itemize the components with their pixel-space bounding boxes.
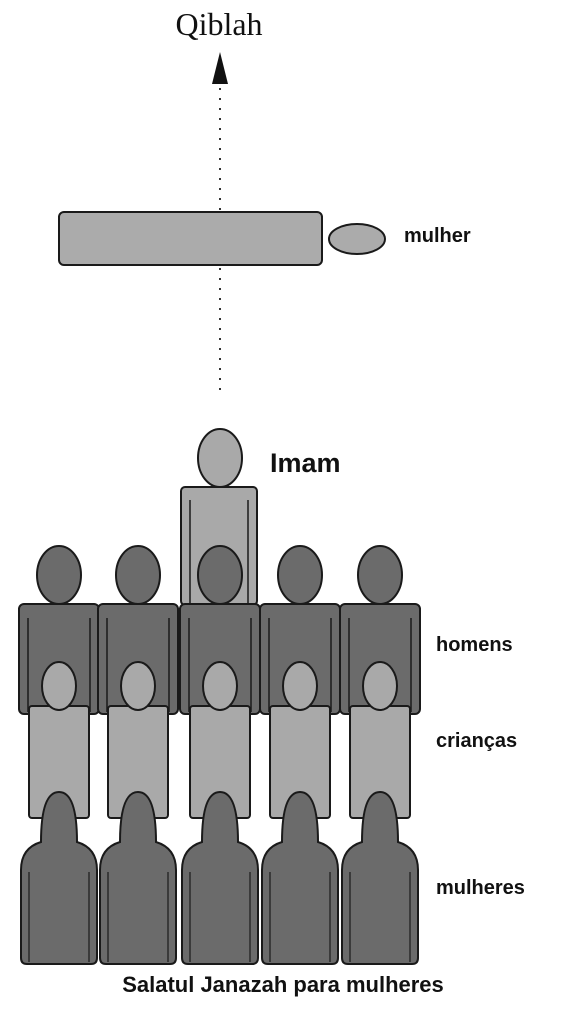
woman-figure [181, 790, 259, 965]
women-row-label: mulheres [436, 877, 525, 899]
children-row-label: crianças [436, 730, 518, 752]
woman-figure [261, 790, 339, 965]
man-head [36, 545, 82, 605]
woman-figure [20, 790, 98, 965]
women-row [20, 790, 419, 965]
child-figure [107, 661, 169, 819]
men-row-label: homens [436, 634, 513, 656]
man-head [197, 545, 243, 605]
qiblah-label: Qiblah [175, 6, 263, 42]
child-figure [269, 661, 331, 819]
deceased-head [328, 223, 386, 255]
bier [58, 211, 323, 266]
children-row [28, 661, 411, 819]
man-head [277, 545, 323, 605]
man-head [357, 545, 403, 605]
deceased-label: mulher [404, 225, 471, 247]
imam-label: Imam [270, 448, 341, 478]
diagram-caption: Salatul Janazah para mulheres [122, 972, 444, 997]
child-figure [28, 661, 90, 819]
woman-figure [99, 790, 177, 965]
child-figure [349, 661, 411, 819]
men-heads [36, 545, 403, 605]
man-head [115, 545, 161, 605]
woman-figure [341, 790, 419, 965]
